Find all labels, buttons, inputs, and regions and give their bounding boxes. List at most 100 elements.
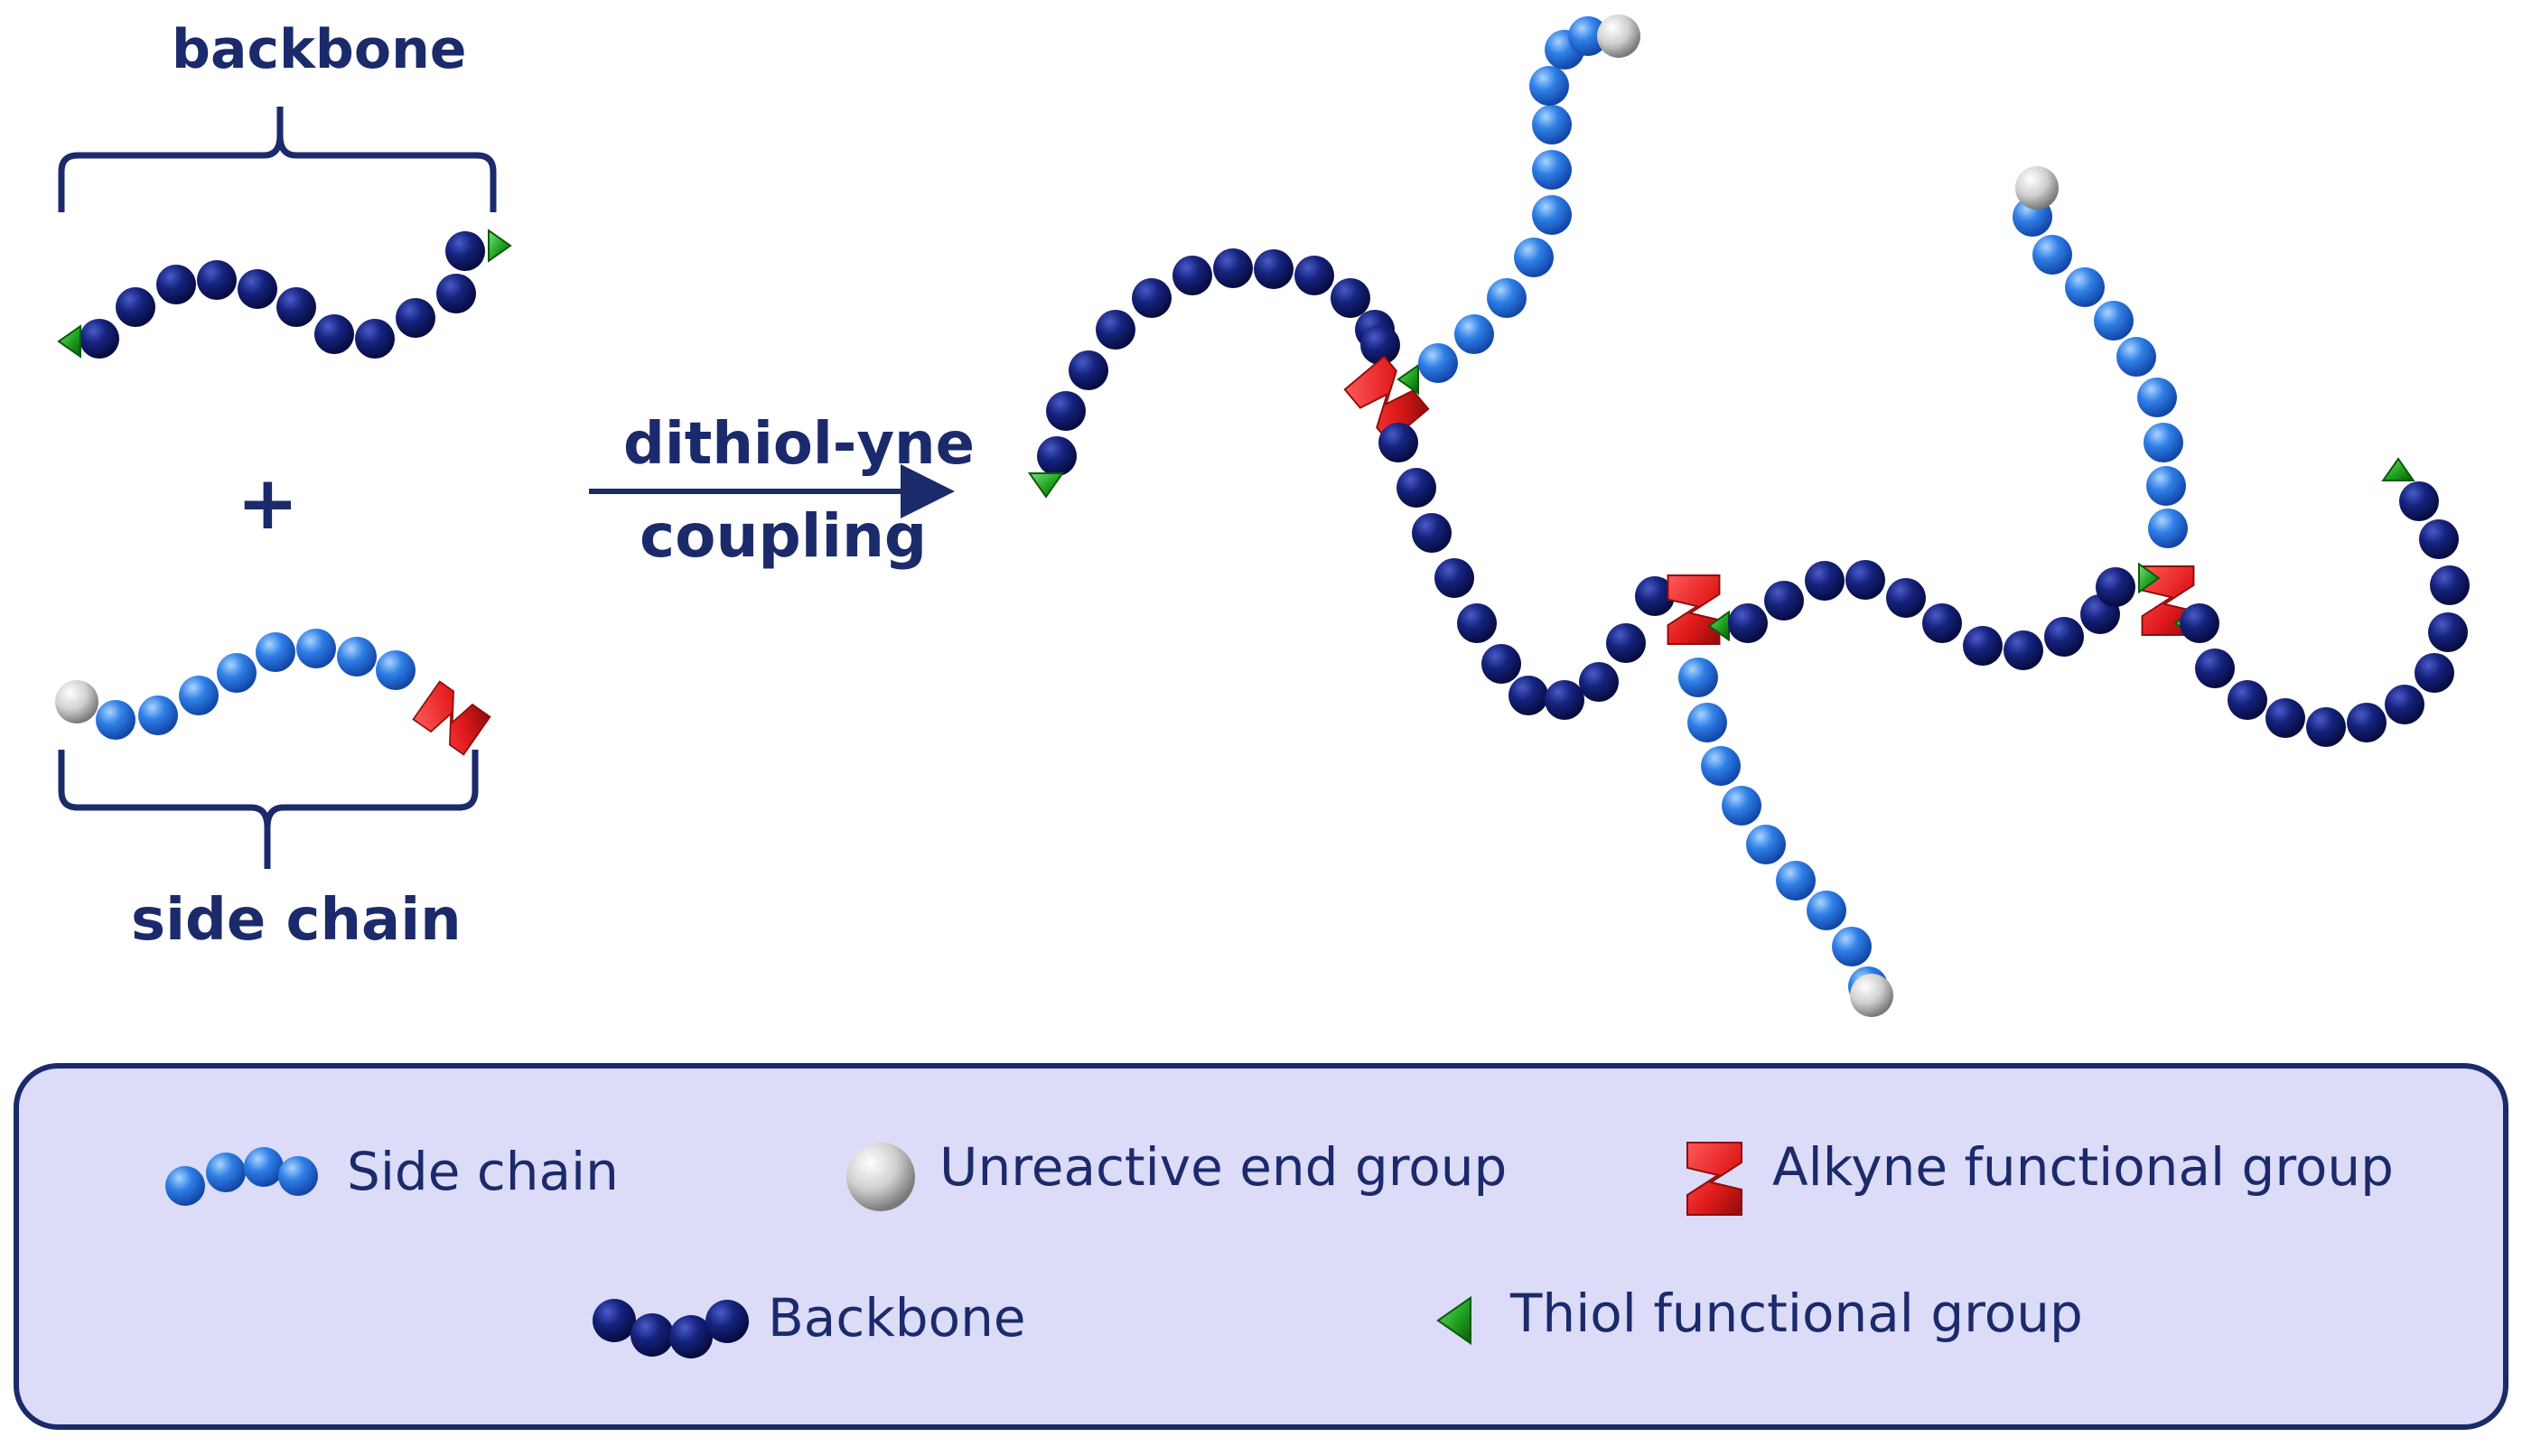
side-chain-bead: [2065, 267, 2105, 307]
side-chain-label: side chain: [131, 887, 462, 954]
backbone-bead: [355, 319, 395, 359]
side-chain-bead: [206, 1153, 246, 1192]
backbone-bead: [1579, 662, 1619, 702]
backbone-bead: [1331, 278, 1370, 318]
side-chain-bead: [1514, 238, 1554, 277]
backbone-bead: [1545, 680, 1584, 720]
thiol-group-icon: [1396, 363, 1419, 396]
thiol-group-icon: [2138, 562, 2161, 594]
backbone-bead: [445, 231, 485, 271]
backbone-brace: [58, 107, 497, 212]
backbone-bead: [630, 1313, 674, 1357]
thiol-group-icon: [1436, 1295, 1471, 1346]
side-chain-bead: [1532, 150, 1572, 190]
backbone-bead: [1728, 603, 1768, 643]
backbone-bead: [1509, 676, 1548, 715]
side-chain-bead: [2094, 301, 2134, 341]
backbone-bead: [1764, 581, 1804, 621]
backbone-bead: [2265, 698, 2305, 738]
side-chain-bead: [1529, 66, 1569, 106]
side-chain-bead: [2032, 235, 2072, 275]
backbone-bead: [1481, 644, 1521, 684]
alkyne-group-icon: [1686, 1142, 1742, 1216]
backbone-bead: [156, 265, 196, 304]
alkyne-group-icon: [1667, 574, 1721, 645]
side-chain-bead: [2116, 337, 2156, 377]
backbone-bead: [238, 269, 277, 309]
side-chain-bead: [138, 695, 178, 735]
backbone-bead: [1294, 256, 1334, 295]
unreactive-end-group: [1597, 14, 1640, 58]
legend-thiol-group: Thiol functional group: [1510, 1283, 2083, 1344]
backbone-bead: [197, 260, 237, 300]
side-chain-bead: [1746, 825, 1786, 864]
backbone-bead: [1254, 249, 1294, 289]
reaction-label-line1: dithiol-yne: [623, 411, 975, 478]
backbone-bead: [1963, 626, 2003, 666]
backbone-bead: [2096, 567, 2135, 607]
backbone-bead: [2415, 653, 2454, 693]
backbone-bead: [396, 298, 435, 338]
legend-box: [14, 1063, 2508, 1430]
backbone-bead: [2044, 617, 2084, 657]
side-chain-bead: [1532, 105, 1572, 145]
reaction-label-line2: coupling: [640, 501, 928, 571]
backbone-bead: [1046, 391, 1086, 431]
backbone-bead: [669, 1315, 713, 1358]
backbone-bead: [1922, 603, 1962, 643]
side-chain-bead: [1418, 343, 1458, 383]
backbone-bead: [2399, 481, 2439, 521]
side-chain-bead: [256, 632, 295, 672]
backbone-bead: [1457, 603, 1497, 643]
backbone-bead: [593, 1299, 636, 1342]
side-chain-bead: [165, 1166, 205, 1206]
backbone-bead: [116, 287, 155, 327]
backbone-bead: [2004, 630, 2043, 670]
backbone-bead: [1172, 256, 1212, 295]
backbone-bead: [314, 314, 354, 354]
thiol-group-icon: [1027, 472, 1065, 499]
backbone-label: backbone: [172, 18, 467, 81]
side-chain-bead: [1487, 278, 1527, 318]
backbone-bead: [2195, 649, 2235, 688]
backbone-bead: [1606, 623, 1646, 663]
backbone-bead: [2430, 565, 2470, 605]
side-chain-bead: [1532, 195, 1572, 235]
backbone-bead: [1805, 561, 1845, 601]
side-chain-bead: [96, 700, 135, 740]
molecule-beads: [55, 14, 2470, 1358]
legend-unreactive-end-group: Unreactive end group: [939, 1136, 1508, 1198]
backbone-bead: [1635, 576, 1675, 616]
side-chain-bead: [296, 629, 336, 668]
legend-backbone: Backbone: [768, 1287, 1026, 1349]
backbone-bead: [79, 319, 119, 359]
side-chain-bead: [2148, 509, 2188, 548]
backbone-bead: [276, 287, 316, 327]
thiol-group-icon: [488, 229, 512, 263]
side-chain-bead: [376, 650, 416, 690]
backbone-bead: [2306, 707, 2346, 747]
backbone-bead: [1434, 558, 1474, 598]
backbone-bead: [436, 274, 476, 313]
side-chain-bead: [1701, 746, 1741, 786]
backbone-bead: [1378, 423, 1418, 462]
side-chain-bead: [1722, 786, 1761, 826]
backbone-bead: [2428, 612, 2468, 652]
side-chain-brace: [58, 750, 479, 869]
side-chain-bead: [2137, 378, 2177, 417]
backbone-bead: [2180, 603, 2219, 643]
unreactive-end-group: [55, 680, 98, 723]
legend-alkyne-group: Alkyne functional group: [1772, 1136, 2394, 1198]
backbone-bead: [2385, 685, 2424, 724]
backbone-bead: [2347, 703, 2387, 742]
backbone-bead: [2419, 519, 2459, 559]
backbone-bead: [2228, 680, 2267, 720]
backbone-bead: [1132, 278, 1172, 318]
side-chain-bead: [1568, 16, 1608, 56]
thiol-group-icon: [57, 324, 81, 359]
side-chain-bead: [1687, 703, 1727, 742]
side-chain-bead: [337, 637, 377, 677]
side-chain-bead: [1678, 658, 1718, 697]
unreactive-end-group: [1850, 974, 1893, 1017]
backbone-bead: [1360, 325, 1400, 365]
